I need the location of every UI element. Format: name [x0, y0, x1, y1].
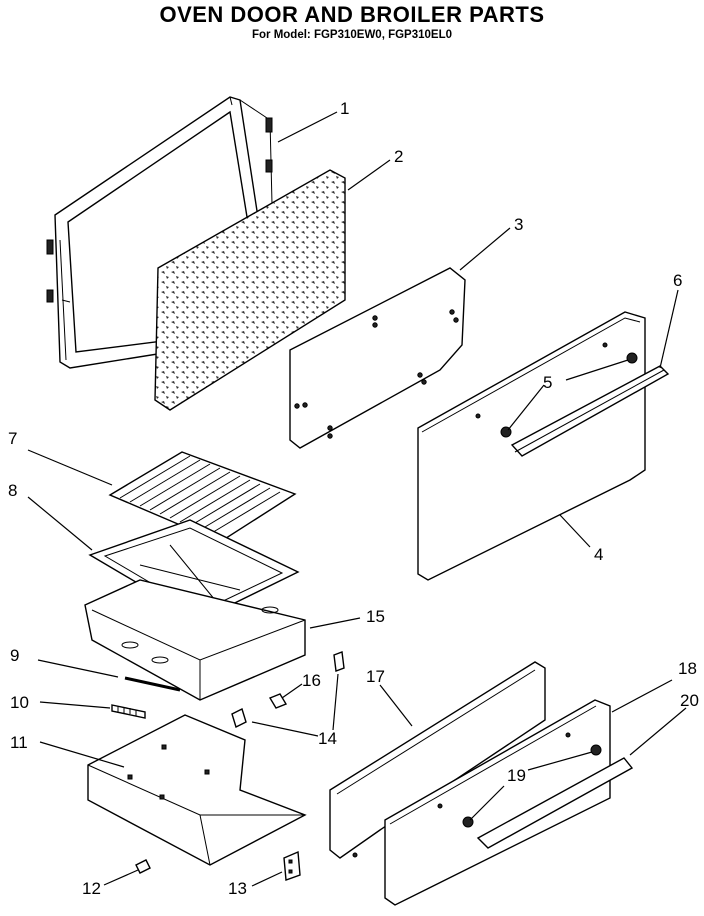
part-20-drawer-handle — [476, 757, 634, 849]
callout-2: 2 — [394, 147, 403, 166]
callout-3: 3 — [514, 215, 523, 234]
part-9-rod — [124, 676, 181, 692]
callout-9: 9 — [10, 646, 19, 665]
callout-4: 4 — [594, 545, 603, 564]
callout-19: 19 — [507, 766, 526, 785]
part-6-door-handle — [510, 365, 670, 457]
callout-6: 6 — [673, 271, 682, 290]
callout-20: 20 — [680, 691, 699, 710]
part-15-broiler-drawer — [84, 579, 306, 701]
diagram-title: OVEN DOOR AND BROILER PARTS — [159, 2, 545, 27]
part-11-drawer-slide — [87, 714, 307, 866]
part-3-inner-panel — [289, 267, 466, 449]
part-12-clip — [135, 859, 151, 874]
callout-15: 15 — [366, 607, 385, 626]
callout-16: 16 — [302, 671, 321, 690]
callout-1: 1 — [340, 99, 349, 118]
callout-10: 10 — [10, 693, 29, 712]
callout-12: 12 — [82, 879, 101, 898]
callout-5: 5 — [543, 373, 552, 392]
model-subtitle: For Model: FGP310EW0, FGP310EL0 — [251, 29, 453, 41]
part-16-clip — [268, 693, 288, 709]
callout-18: 18 — [678, 659, 697, 678]
callout-11: 11 — [10, 733, 28, 752]
callout-7: 7 — [8, 429, 17, 448]
part-14-bracket — [231, 651, 345, 728]
part-18-drawer-front — [384, 699, 611, 906]
callout-14: 14 — [318, 729, 337, 748]
part-2-insulation — [154, 169, 346, 411]
leader-lines — [27, 111, 687, 887]
callout-17: 17 — [366, 667, 385, 686]
callout-8: 8 — [8, 481, 17, 500]
callout-13: 13 — [228, 879, 247, 898]
part-10-spring — [111, 704, 146, 719]
callout-numbers: 1 2 3 4 5 6 7 8 9 10 11 12 13 14 15 16 1… — [8, 99, 699, 898]
part-13-bracket — [283, 850, 301, 881]
